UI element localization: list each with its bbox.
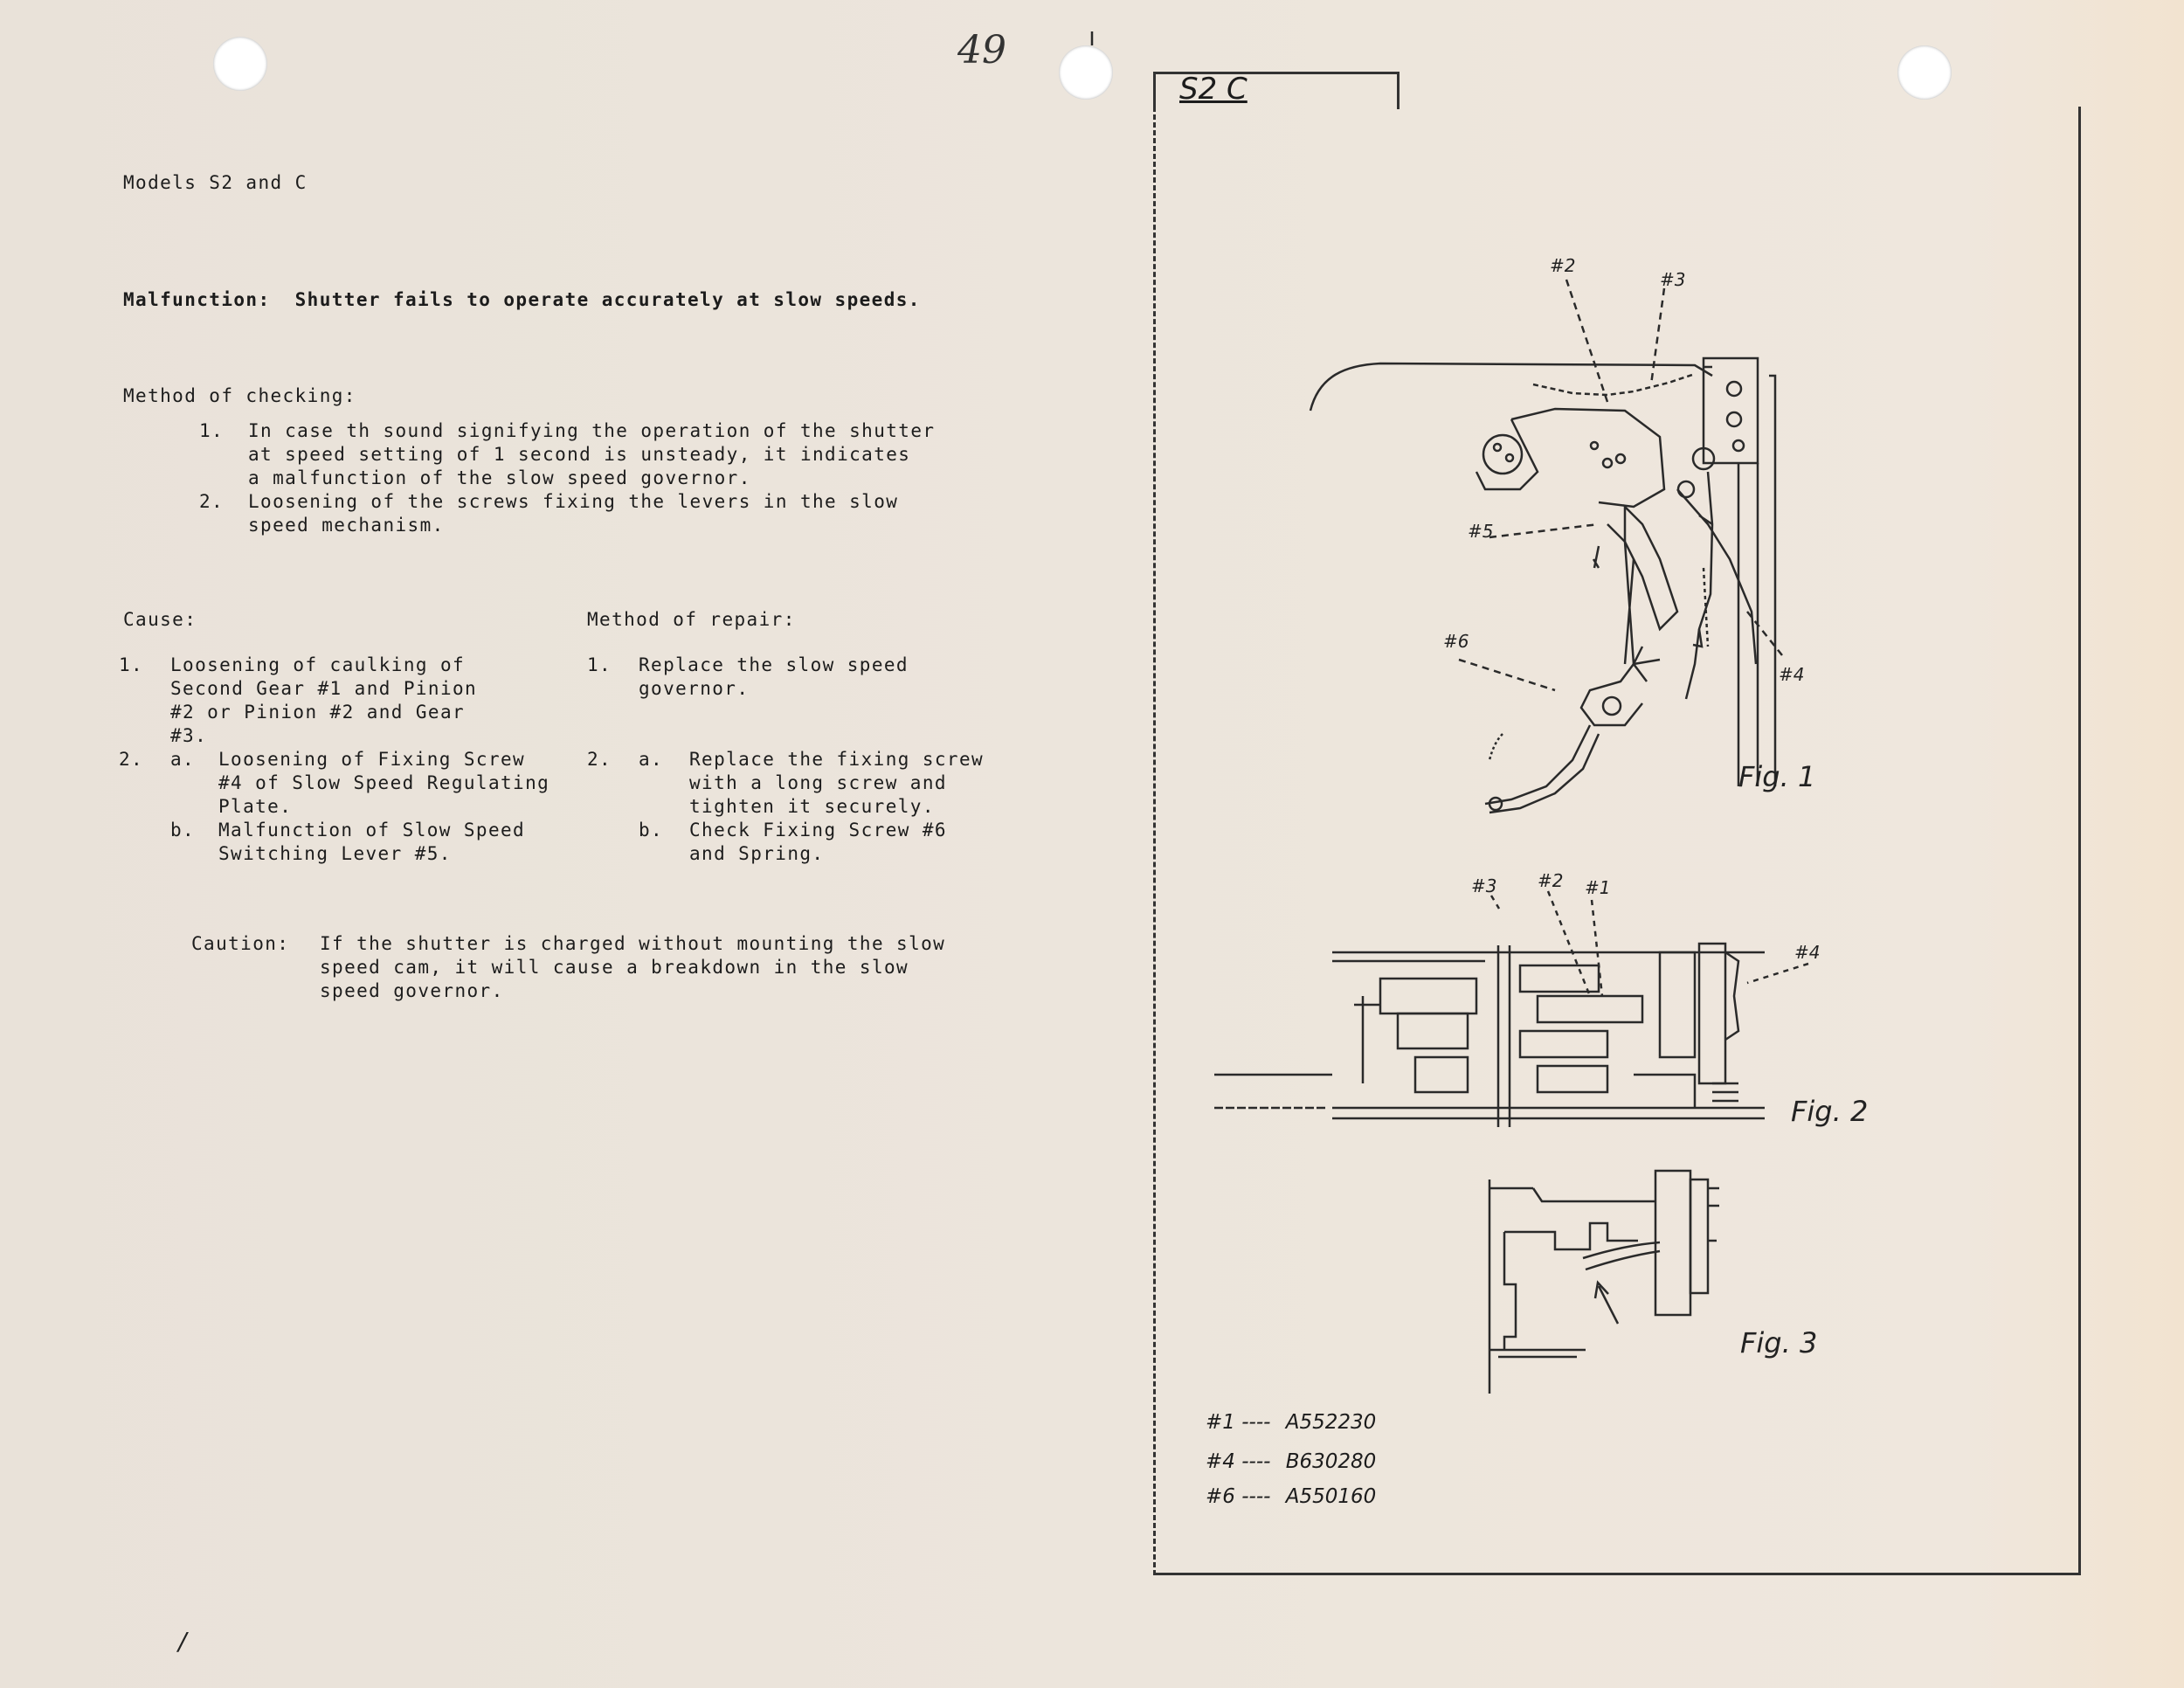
fig1-part-label: #4 bbox=[1779, 664, 1805, 685]
cause-line: Loosening of caulking of bbox=[170, 654, 466, 675]
part-ref-row: #6 ---- A550160 bbox=[1206, 1485, 1376, 1508]
page-number: 49 bbox=[957, 28, 1006, 73]
repair-item-num: 2. bbox=[587, 749, 612, 770]
fig1-part-label: #6 bbox=[1443, 631, 1469, 652]
repair-line: with a long screw and bbox=[689, 772, 947, 793]
fig2-cross-section-drawing bbox=[1214, 942, 1765, 1127]
part-ref-dash: ---- bbox=[1241, 1450, 1271, 1473]
fig2-part-label: #2 bbox=[1538, 870, 1564, 891]
part-ref-id: #4 bbox=[1206, 1450, 1235, 1473]
models-header: Models S2 and C bbox=[123, 172, 308, 193]
checking-line: a malfunction of the slow speed governor… bbox=[248, 467, 751, 488]
malfunction-line: Malfunction: Shutter fails to operate ac… bbox=[123, 288, 921, 312]
fig1-label: Fig. 1 bbox=[1738, 760, 1816, 793]
punch-hole bbox=[1059, 45, 1113, 100]
caution-label: Caution: bbox=[191, 933, 290, 954]
punch-hole bbox=[1897, 45, 1952, 100]
cause-line: Plate. bbox=[218, 796, 293, 817]
cause-line: #4 of Slow Speed Regulating bbox=[218, 772, 550, 793]
part-ref-dash: ---- bbox=[1241, 1485, 1271, 1508]
cause-line: #2 or Pinion #2 and Gear bbox=[170, 702, 466, 723]
fig1-mechanism-drawing bbox=[1309, 356, 1777, 814]
fig1-part-label: #2 bbox=[1550, 255, 1576, 276]
cause-line: Second Gear #1 and Pinion bbox=[170, 678, 478, 699]
part-ref-code: B630280 bbox=[1285, 1450, 1377, 1473]
repair-line: Replace the fixing screw bbox=[689, 749, 985, 770]
figure-panel bbox=[1153, 107, 2081, 1575]
repair-line: Check Fixing Screw #6 bbox=[689, 820, 947, 841]
fig1-part-label: #5 bbox=[1468, 521, 1494, 542]
repair-item-sub: a. bbox=[639, 749, 664, 770]
repair-line: and Spring. bbox=[689, 843, 825, 864]
repair-item-sub: b. bbox=[639, 820, 664, 841]
margin-mark: / bbox=[178, 1627, 187, 1656]
checking-item-num: 2. bbox=[199, 491, 225, 512]
part-ref-row: #4 ---- B630280 bbox=[1206, 1450, 1376, 1473]
cause-item-sub: b. bbox=[170, 820, 196, 841]
punch-hole bbox=[213, 37, 267, 91]
cause-line: #3. bbox=[170, 725, 208, 746]
fig2-part-label: #3 bbox=[1471, 875, 1497, 896]
fig2-part-label: #1 bbox=[1585, 877, 1611, 898]
caution-line: speed governor. bbox=[320, 980, 504, 1001]
fig2-part-label: #4 bbox=[1794, 942, 1821, 963]
part-ref-id: #1 bbox=[1206, 1411, 1235, 1434]
part-ref-code: A552230 bbox=[1285, 1411, 1377, 1434]
part-ref-id: #6 bbox=[1206, 1485, 1235, 1508]
part-ref-dash: ---- bbox=[1241, 1411, 1271, 1434]
fig3-detail-drawing bbox=[1488, 1169, 1719, 1394]
cause-item-num: 1. bbox=[119, 654, 144, 675]
fig3-label: Fig. 3 bbox=[1740, 1326, 1818, 1359]
fig1-part-label: #3 bbox=[1660, 269, 1686, 290]
panel-tab bbox=[1153, 72, 1400, 109]
cause-line: Switching Lever #5. bbox=[218, 843, 452, 864]
cause-item-sub: a. bbox=[170, 749, 196, 770]
caution-line: speed cam, it will cause a breakdown in … bbox=[320, 957, 909, 978]
part-ref-row: #1 ---- A552230 bbox=[1206, 1411, 1376, 1434]
checking-line: speed mechanism. bbox=[248, 515, 445, 536]
caution-line: If the shutter is charged without mounti… bbox=[320, 933, 946, 954]
malfunction-label: Malfunction: bbox=[123, 289, 271, 310]
repair-line: governor. bbox=[639, 678, 750, 699]
malfunction-text: Shutter fails to operate accurately at s… bbox=[294, 289, 921, 310]
cause-line: Malfunction of Slow Speed bbox=[218, 820, 526, 841]
repair-line: tighten it securely. bbox=[689, 796, 935, 817]
repair-item-num: 1. bbox=[587, 654, 612, 675]
cause-item-num: 2. bbox=[119, 749, 144, 770]
cause-heading: Cause: bbox=[123, 609, 197, 630]
checking-item-num: 1. bbox=[199, 420, 225, 441]
checking-line: In case th sound signifying the operatio… bbox=[248, 420, 936, 441]
fig2-label: Fig. 2 bbox=[1791, 1095, 1869, 1128]
panel-tab-label: S2 C bbox=[1179, 72, 1248, 107]
checking-line: Loosening of the screws fixing the lever… bbox=[248, 491, 899, 512]
repair-heading: Method of repair: bbox=[587, 609, 796, 630]
repair-line: Replace the slow speed bbox=[639, 654, 909, 675]
checking-line: at speed setting of 1 second is unsteady… bbox=[248, 444, 911, 465]
cause-line: Loosening of Fixing Screw bbox=[218, 749, 526, 770]
part-ref-code: A550160 bbox=[1285, 1485, 1377, 1508]
checking-heading: Method of checking: bbox=[123, 385, 356, 406]
